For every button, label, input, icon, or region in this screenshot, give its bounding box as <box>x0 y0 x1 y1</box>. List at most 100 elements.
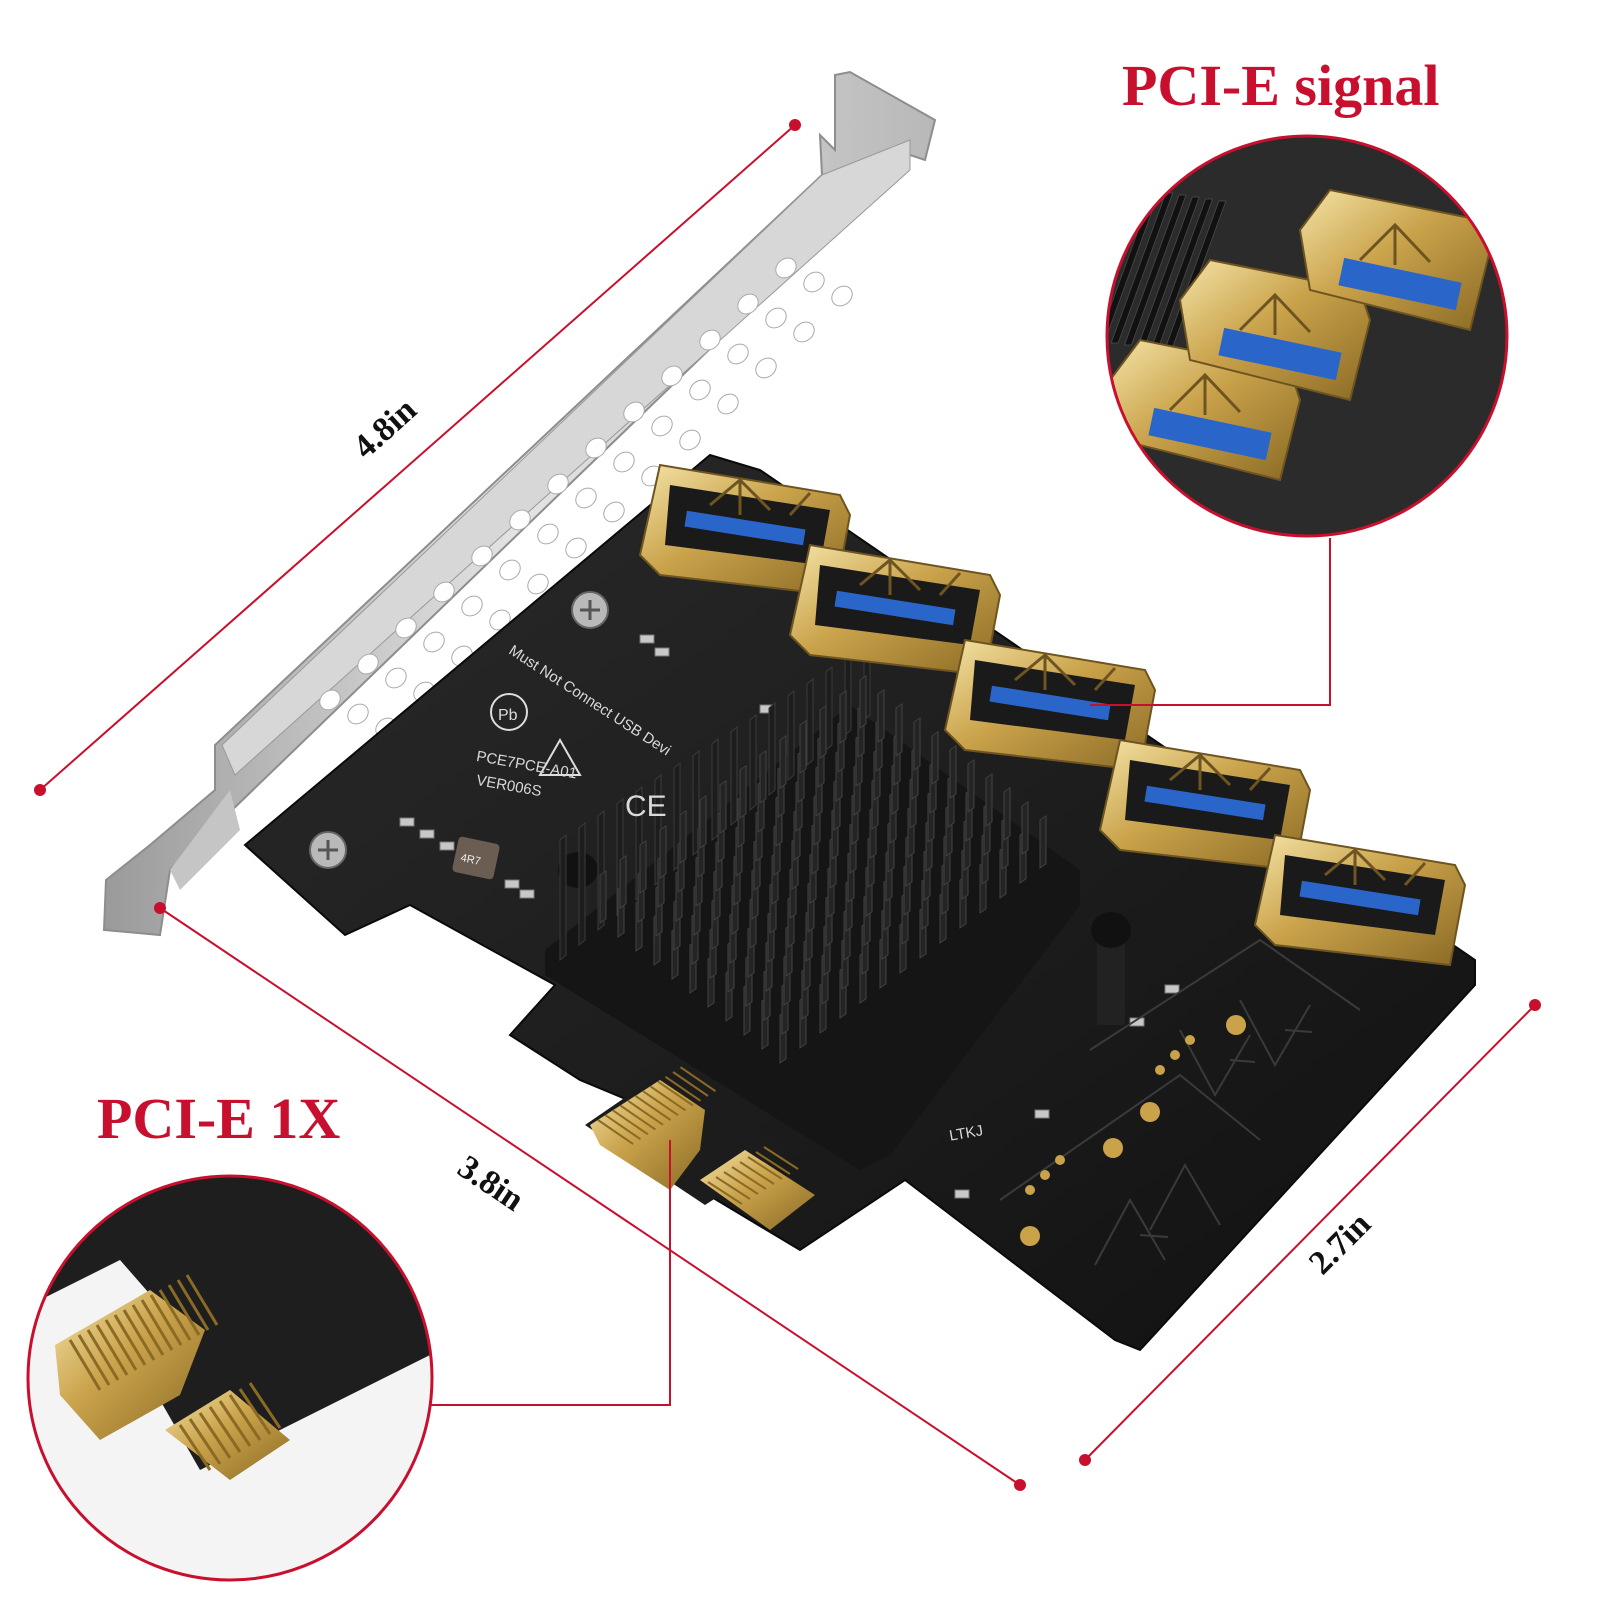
vent-hole <box>527 573 549 595</box>
fin <box>749 713 757 812</box>
vent-hole <box>831 285 853 307</box>
contact-line <box>218 1400 252 1447</box>
contact-line <box>104 1319 138 1371</box>
contact-line <box>715 1176 751 1200</box>
contact-line <box>185 1274 219 1326</box>
contact-line <box>723 1171 759 1195</box>
contact-line <box>755 1151 791 1175</box>
fin-pin <box>1039 814 1047 869</box>
fin-pin <box>759 749 767 804</box>
fin <box>1107 182 1108 334</box>
vent-hole <box>471 545 493 567</box>
contact-line <box>634 1095 672 1121</box>
contact-line <box>707 1181 743 1205</box>
zoomed-gold-contacts <box>68 1274 282 1471</box>
smd-part <box>654 647 670 657</box>
vent-hole <box>765 307 787 329</box>
fin <box>1005 177 1067 327</box>
contact-line <box>238 1388 272 1435</box>
vent-hole <box>737 293 759 315</box>
contact-line <box>149 1294 183 1346</box>
usb-3-port <box>943 638 1157 772</box>
fin-pin <box>967 758 975 813</box>
pci-e-1x-callout <box>26 1174 434 1582</box>
fin <box>1123 194 1187 346</box>
vent-hole <box>603 501 625 523</box>
usb-3-port <box>1178 258 1372 402</box>
smd-part <box>399 817 415 827</box>
usb-3-port <box>638 463 852 597</box>
smd-components <box>399 634 1180 1199</box>
inductor-4r7 <box>452 836 500 880</box>
fin-pin <box>877 688 885 743</box>
vent-hole <box>699 329 721 351</box>
vent-hole <box>395 617 417 639</box>
contact-line <box>731 1166 767 1190</box>
contact-line <box>657 1080 694 1107</box>
vent-hole <box>423 631 445 653</box>
smd-part <box>954 1189 970 1199</box>
contact-line <box>597 1119 634 1145</box>
contact-line <box>188 1418 222 1465</box>
vent-hole <box>385 667 407 689</box>
fin <box>1032 181 1094 331</box>
fin <box>578 821 586 947</box>
usb-3-port <box>1098 738 1312 872</box>
contact-line <box>612 1109 649 1136</box>
contact-line <box>131 1304 165 1356</box>
contact-line <box>747 1156 783 1180</box>
through-holes <box>1020 1015 1246 1246</box>
fin-pin <box>619 854 627 909</box>
vent-hole <box>623 401 645 423</box>
smd-part <box>1129 1017 1145 1027</box>
fin-pin <box>913 716 921 771</box>
smd-part <box>504 879 520 889</box>
contact-line <box>208 1406 242 1453</box>
fin-pin <box>1021 800 1029 855</box>
dimension-lines <box>34 119 1541 1491</box>
vent-hole <box>585 437 607 459</box>
vent-hole <box>803 271 825 293</box>
fin-pin <box>699 794 707 849</box>
contact-line <box>95 1324 129 1376</box>
contact-line <box>642 1090 679 1117</box>
contact-line <box>672 1071 709 1097</box>
vent-hole <box>717 393 739 415</box>
smd-part <box>1164 984 1180 994</box>
vent-hole <box>689 379 711 401</box>
contact-line <box>113 1314 147 1366</box>
contact-line <box>679 1066 717 1093</box>
vent-hole <box>575 487 597 509</box>
contact-line <box>228 1394 262 1441</box>
fin <box>1018 179 1080 329</box>
vent-hole <box>679 429 701 451</box>
svg-text:Pb: Pb <box>498 707 518 724</box>
smd-part <box>639 634 655 644</box>
esd-warning-icon <box>538 737 582 776</box>
vent-hole <box>509 509 531 531</box>
vent-hole <box>357 653 379 675</box>
contact-line <box>664 1075 702 1102</box>
contact-line <box>68 1339 102 1391</box>
fin <box>806 677 814 767</box>
fin-pin <box>739 764 747 819</box>
contact-line <box>86 1329 120 1381</box>
smd-part <box>419 829 435 839</box>
vent-hole <box>565 537 587 559</box>
contact-line <box>604 1114 642 1141</box>
fin-pin <box>659 824 667 879</box>
vent-hole <box>537 523 559 545</box>
vent-hole <box>661 365 683 387</box>
heatsink <box>545 641 1080 1170</box>
fin <box>711 737 719 842</box>
lead-free-icon: Pb <box>490 693 528 731</box>
fin-pin <box>779 734 787 789</box>
pci-e-signal-callout <box>1005 134 1509 538</box>
vent-hole <box>775 257 797 279</box>
pcie-x1-connector <box>585 1066 815 1230</box>
contact-line <box>649 1085 687 1112</box>
fin-pin <box>719 779 727 834</box>
usb-3-port <box>1298 188 1492 332</box>
contact-line <box>248 1382 282 1429</box>
vent-hole <box>727 343 749 365</box>
